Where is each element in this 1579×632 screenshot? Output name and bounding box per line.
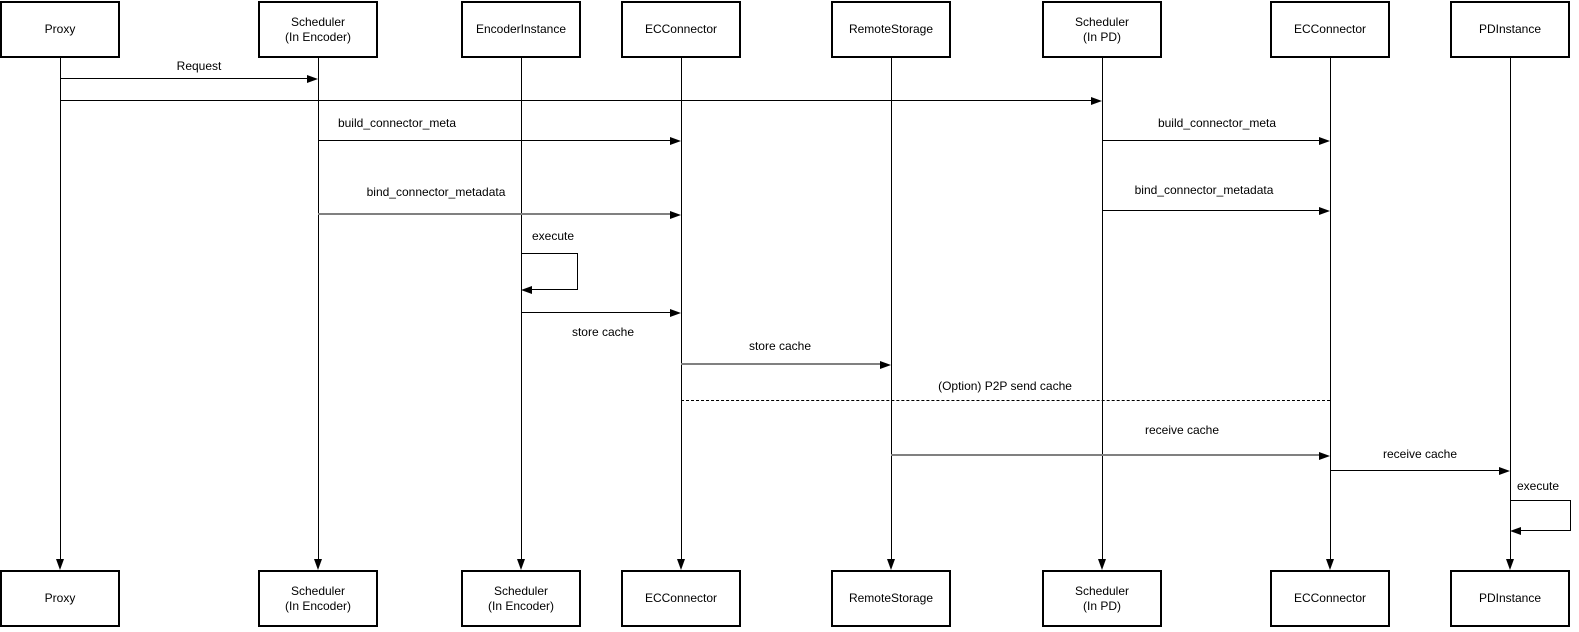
participant-label: PDInstance xyxy=(1478,22,1542,36)
participant-box-bottom-scheduler-in-pd: Scheduler(In PD) xyxy=(1042,570,1162,627)
participant-label: RemoteStorage xyxy=(848,591,934,605)
lifeline-end-arrow-ec-connector-encoder xyxy=(676,559,685,570)
participant-box-top-ec-connector-encoder: ECConnector xyxy=(621,1,741,58)
participant-label: Scheduler xyxy=(1074,14,1130,29)
message-label: receive cache xyxy=(1380,447,1460,461)
lifeline-encoder-instance xyxy=(520,58,522,560)
message-line xyxy=(891,454,1320,456)
participant-label: (In Encoder) xyxy=(487,598,555,613)
participant-box-top-ec-connector-pd: ECConnector xyxy=(1270,1,1390,58)
participant-box-bottom-remote-storage: RemoteStorage xyxy=(831,570,951,627)
lifeline-scheduler-in-encoder xyxy=(317,58,319,560)
self-loop-back-line xyxy=(1520,530,1570,531)
participant-box-bottom-encoder-instance: Scheduler(In Encoder) xyxy=(461,570,581,627)
participant-label: (In Encoder) xyxy=(284,29,352,44)
lifeline-end-arrow-scheduler-in-pd xyxy=(1097,559,1106,570)
message-arrowhead xyxy=(1319,451,1330,460)
message-line xyxy=(318,213,671,215)
participant-label: EncoderInstance xyxy=(475,22,567,36)
self-loop-side-line xyxy=(1570,500,1571,531)
message-label: bind_connector_metadata xyxy=(364,185,508,199)
participant-label: Scheduler xyxy=(290,583,346,598)
participant-label: Scheduler xyxy=(493,583,549,598)
participant-box-bottom-scheduler-in-encoder: Scheduler(In Encoder) xyxy=(258,570,378,627)
participant-label: Proxy xyxy=(44,22,76,36)
participant-box-bottom-ec-connector-encoder: ECConnector xyxy=(621,570,741,627)
participant-label: Scheduler xyxy=(1074,583,1130,598)
message-line xyxy=(681,400,1330,401)
lifeline-scheduler-in-pd xyxy=(1101,58,1103,560)
message-arrowhead xyxy=(1499,466,1510,475)
message-label: Request xyxy=(174,59,224,73)
lifeline-ec-connector-encoder xyxy=(680,58,682,560)
message-label: build_connector_meta xyxy=(335,116,459,130)
message-line xyxy=(681,363,881,365)
participant-box-top-scheduler-in-encoder: Scheduler(In Encoder) xyxy=(258,1,378,58)
participant-box-bottom-pd-instance: PDInstance xyxy=(1450,570,1570,627)
lifeline-end-arrow-remote-storage xyxy=(886,559,895,570)
message-arrowhead xyxy=(1319,136,1330,145)
message-label: (Option) P2P send cache xyxy=(936,379,1074,393)
participant-label: ECConnector xyxy=(644,591,718,605)
participant-box-top-proxy: Proxy xyxy=(0,1,120,58)
participant-label: RemoteStorage xyxy=(848,22,934,36)
message-line xyxy=(1102,210,1320,211)
self-loop-out-line xyxy=(521,253,577,254)
participant-label: ECConnector xyxy=(644,22,718,36)
self-loop-out-line xyxy=(1510,500,1570,501)
participant-box-top-encoder-instance: EncoderInstance xyxy=(461,1,581,58)
participant-label: (In PD) xyxy=(1082,29,1121,44)
lifeline-end-arrow-ec-connector-pd xyxy=(1325,559,1334,570)
participant-box-top-scheduler-in-pd: Scheduler(In PD) xyxy=(1042,1,1162,58)
message-arrowhead xyxy=(307,74,318,83)
lifeline-end-arrow-scheduler-in-encoder xyxy=(313,559,322,570)
message-line xyxy=(1330,470,1500,471)
self-loop-arrowhead xyxy=(521,285,532,294)
participant-label: Proxy xyxy=(44,591,76,605)
lifeline-remote-storage xyxy=(890,58,892,560)
lifeline-end-arrow-proxy xyxy=(55,559,64,570)
participant-box-top-pd-instance: PDInstance xyxy=(1450,1,1570,58)
message-label: execute xyxy=(1514,479,1562,493)
self-loop-arrowhead xyxy=(1510,526,1521,535)
lifeline-proxy xyxy=(59,58,61,560)
lifeline-pd-instance xyxy=(1509,58,1511,560)
message-label: execute xyxy=(529,229,577,243)
self-loop-side-line xyxy=(577,253,578,290)
message-arrowhead xyxy=(1091,96,1102,105)
participant-label: (In PD) xyxy=(1082,598,1121,613)
message-arrowhead xyxy=(670,136,681,145)
message-label: bind_connector_metadata xyxy=(1132,183,1276,197)
self-loop-back-line xyxy=(531,289,577,290)
lifeline-end-arrow-encoder-instance xyxy=(516,559,525,570)
message-line xyxy=(60,100,1092,101)
message-line xyxy=(521,312,671,313)
participant-box-top-remote-storage: RemoteStorage xyxy=(831,1,951,58)
participant-label: Scheduler xyxy=(290,14,346,29)
message-label: receive cache xyxy=(1142,423,1222,437)
message-arrowhead xyxy=(670,308,681,317)
participant-label: ECConnector xyxy=(1293,22,1367,36)
lifeline-end-arrow-pd-instance xyxy=(1505,559,1514,570)
message-label: store cache xyxy=(569,325,637,339)
message-label: store cache xyxy=(746,339,814,353)
participant-box-bottom-ec-connector-pd: ECConnector xyxy=(1270,570,1390,627)
message-line xyxy=(60,78,308,79)
message-arrowhead xyxy=(880,360,891,369)
message-arrowhead xyxy=(1319,206,1330,215)
participant-box-bottom-proxy: Proxy xyxy=(0,570,120,627)
message-arrowhead xyxy=(670,210,681,219)
message-label: build_connector_meta xyxy=(1155,116,1279,130)
lifeline-ec-connector-pd xyxy=(1329,58,1331,560)
participant-label: PDInstance xyxy=(1478,591,1542,605)
participant-label: (In Encoder) xyxy=(284,598,352,613)
message-line xyxy=(1102,140,1320,141)
participant-label: ECConnector xyxy=(1293,591,1367,605)
message-line xyxy=(318,140,671,141)
